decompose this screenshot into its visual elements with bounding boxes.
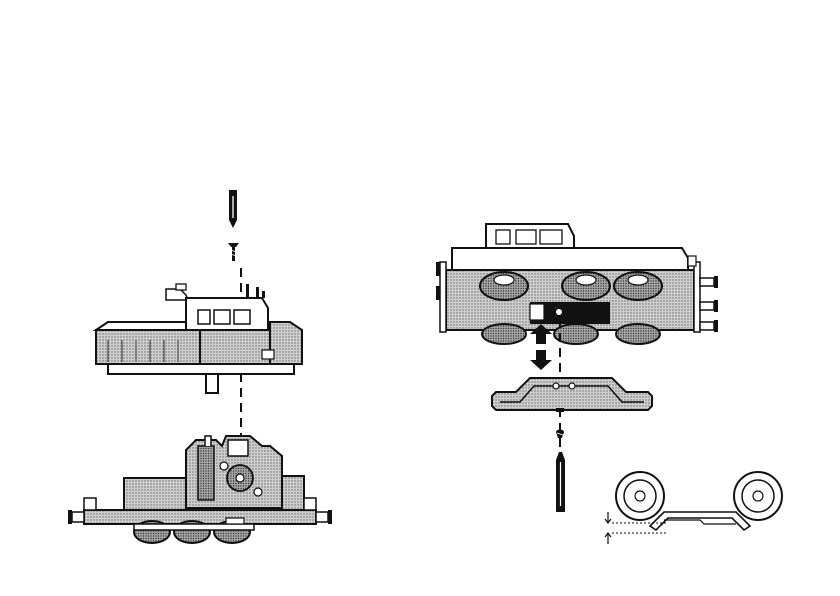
screw-icon: [556, 430, 564, 439]
right-figure: [436, 224, 782, 544]
screw-icon: [228, 243, 239, 261]
inverted-locomotive-chassis: [436, 224, 718, 344]
flat-screwdriver-icon: [556, 452, 565, 512]
left-figure: [68, 190, 332, 543]
flat-screwdriver-icon: [229, 190, 237, 228]
down-arrow-icon: [530, 350, 552, 370]
locomotive-body-shell: [96, 284, 302, 393]
wheelset-clearance-detail: [605, 472, 782, 544]
locomotive-chassis-with-motor: [68, 436, 332, 543]
bottom-plate: [492, 378, 652, 412]
